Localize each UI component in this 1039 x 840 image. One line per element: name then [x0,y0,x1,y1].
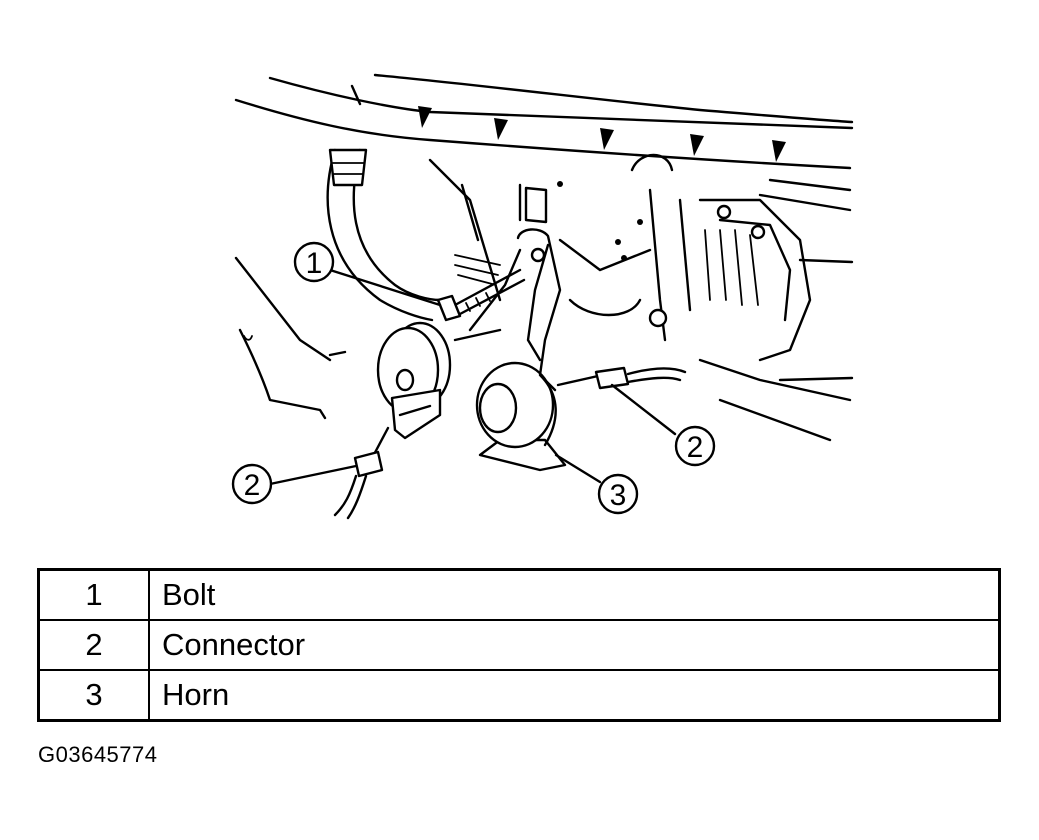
parts-legend-table: 1 Bolt 2 Connector 3 Horn [37,568,1001,722]
bolt [436,268,526,322]
body-panel [234,73,854,172]
callout-2-right: 2 [674,425,716,467]
connectors [333,366,687,520]
callout-3: 3 [597,473,639,515]
figure-id: G03645774 [38,742,158,767]
callout-1-number: 1 [306,247,323,280]
legend-label: Horn [148,669,1001,722]
legend-number: 3 [37,669,150,722]
horn-bracket [453,228,562,392]
legend-label: Connector [148,619,1001,671]
legend-row: 3 Horn [37,669,1001,722]
callout-2-left-number: 2 [244,469,261,502]
legend-row: 1 Bolt [37,568,1001,621]
fender-lines [234,256,347,420]
callout-2-left: 2 [231,463,273,505]
leader-lines [268,268,677,486]
engine-bay-structure [428,158,854,442]
legend-number: 1 [37,568,150,621]
legend-label: Bolt [148,568,1001,621]
horn-assembly-diagram: 1 2 2 3 [231,73,854,520]
callout-2-right-number: 2 [687,431,704,464]
legend-number: 2 [37,619,150,671]
hose [326,148,442,322]
horn-left [376,321,452,440]
horn-right [475,361,567,472]
legend-row: 2 Connector [37,619,1001,671]
callout-1: 1 [293,241,335,283]
callout-3-number: 3 [610,479,627,512]
